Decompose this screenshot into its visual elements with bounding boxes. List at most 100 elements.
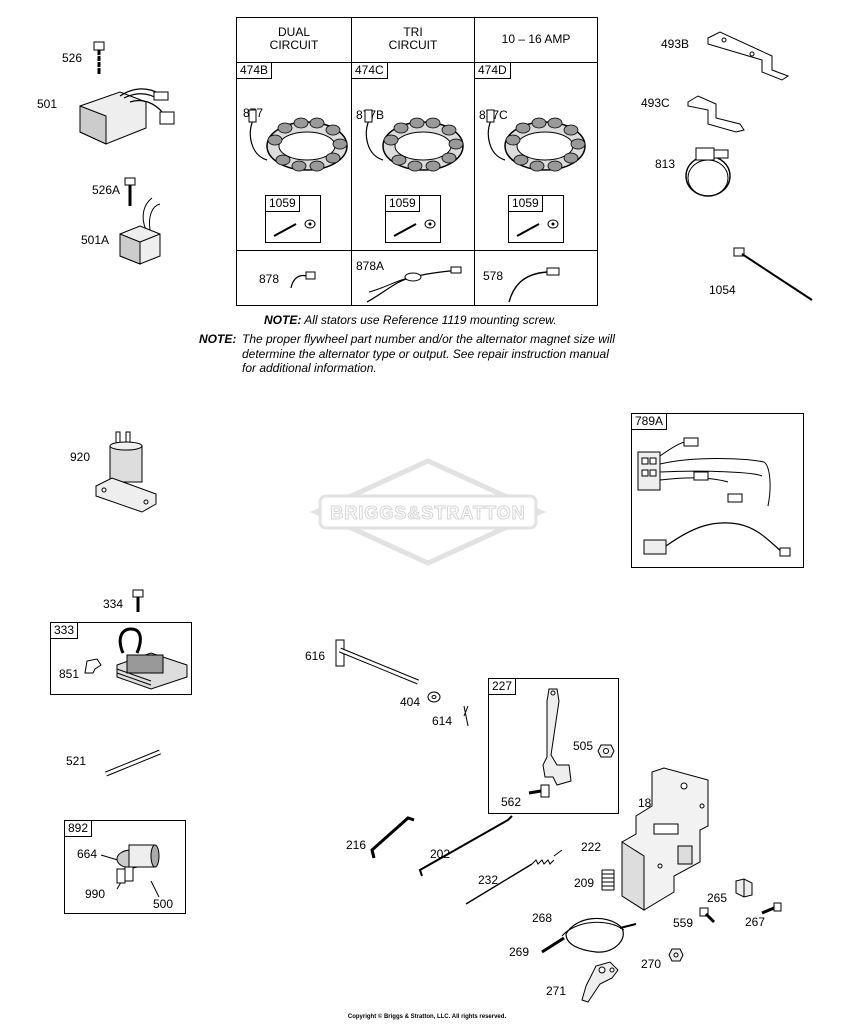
label-269: 269 bbox=[509, 945, 530, 959]
note-1-text: All stators use Reference 1119 mounting … bbox=[304, 313, 557, 327]
kit-tag-474b: 474B bbox=[237, 63, 273, 79]
label-268: 268 bbox=[532, 911, 553, 925]
label-500: 500 bbox=[153, 897, 174, 911]
label-209: 209 bbox=[574, 876, 595, 890]
shaft-616-icon bbox=[335, 639, 419, 685]
bracket-493b-icon bbox=[707, 31, 790, 81]
spring-209-icon bbox=[601, 869, 615, 891]
ignition-switch-icon bbox=[100, 844, 160, 898]
column-header-tri-circuit: TRI CIRCUIT bbox=[388, 25, 438, 52]
stator-table: DUAL CIRCUIT TRI CIRCUIT 10 – 16 AMP 474… bbox=[236, 17, 598, 306]
ignition-switch-892-box: 892 664 990 500 bbox=[64, 820, 186, 914]
label-232: 232 bbox=[478, 873, 499, 887]
label-216: 216 bbox=[346, 838, 367, 852]
regulator-501-icon bbox=[79, 88, 175, 145]
kit-tag-892: 892 bbox=[65, 821, 93, 837]
label-270: 270 bbox=[641, 957, 662, 971]
label-493b: 493B bbox=[661, 37, 690, 51]
throttle-lever-icon bbox=[542, 688, 572, 786]
screw-icon bbox=[516, 219, 559, 237]
bolt-526a-icon bbox=[124, 177, 136, 206]
stator-877-ring bbox=[248, 109, 348, 172]
spring-232-icon bbox=[465, 849, 563, 905]
label-562: 562 bbox=[501, 795, 522, 809]
kit-tag-789a: 789A bbox=[632, 414, 668, 430]
label-267: 267 bbox=[745, 915, 766, 929]
label-559: 559 bbox=[673, 916, 694, 930]
briggs-stratton-logo-watermark bbox=[309, 458, 547, 566]
watermark-text: BRIGGS&STRATTON bbox=[330, 503, 526, 524]
label-493c: 493C bbox=[641, 96, 670, 110]
label-614: 614 bbox=[432, 714, 453, 728]
clip-851-icon bbox=[84, 658, 102, 674]
stator-877c-ring bbox=[486, 109, 586, 172]
kit-tag-474d: 474D bbox=[475, 63, 511, 79]
kit-tag-474c: 474C bbox=[352, 63, 388, 79]
ignition-coil-333-box: 333 851 bbox=[50, 622, 192, 695]
stator-877b-ring bbox=[364, 109, 464, 172]
label-501a: 501A bbox=[81, 233, 110, 247]
column-header-amp: 10 – 16 AMP bbox=[501, 32, 571, 46]
cable-268-icon bbox=[541, 917, 637, 954]
rod-521-icon bbox=[105, 749, 161, 777]
clip-265-icon bbox=[735, 878, 753, 898]
bracket-493c-icon bbox=[687, 95, 745, 133]
cable-tie-1054-icon bbox=[733, 247, 813, 301]
control-bracket-222-icon bbox=[621, 767, 709, 911]
screw-tag-1: 1059 bbox=[266, 196, 300, 212]
link-216-icon bbox=[370, 816, 415, 859]
label-851: 851 bbox=[59, 667, 80, 681]
label-202: 202 bbox=[430, 847, 451, 861]
bolt-334-icon bbox=[132, 589, 144, 612]
regulator-501a-icon bbox=[119, 197, 161, 265]
screw-box-1: 1059 bbox=[265, 195, 321, 243]
label-265: 265 bbox=[707, 891, 728, 905]
kit-tag-227: 227 bbox=[489, 679, 517, 695]
lead-578-icon bbox=[508, 267, 560, 303]
label-578: 578 bbox=[483, 269, 504, 283]
label-878: 878 bbox=[259, 272, 280, 286]
screw-tag-2: 1059 bbox=[386, 196, 420, 212]
label-1054: 1054 bbox=[709, 283, 736, 297]
label-878a: 878A bbox=[356, 259, 385, 273]
pin-614-icon bbox=[463, 705, 469, 727]
hose-clamp-813-icon bbox=[685, 147, 731, 197]
label-271: 271 bbox=[546, 984, 567, 998]
screw-box-3: 1059 bbox=[508, 195, 564, 243]
label-404: 404 bbox=[400, 695, 421, 709]
kit-tag-333: 333 bbox=[51, 623, 79, 639]
screw-562-icon bbox=[528, 784, 550, 798]
label-334: 334 bbox=[103, 597, 124, 611]
copyright-notice: Copyright © Briggs & Stratton, LLC. All … bbox=[347, 1014, 507, 1020]
nut-270-icon bbox=[668, 948, 684, 962]
lever-227-box: 227 505 562 bbox=[488, 678, 619, 814]
lead-878-icon bbox=[290, 271, 316, 289]
screw-267-icon bbox=[761, 902, 782, 915]
label-505: 505 bbox=[573, 739, 594, 753]
note-1: NOTE: All stators use Reference 1119 mou… bbox=[264, 313, 557, 327]
note-2-label: NOTE: bbox=[199, 332, 237, 346]
screw-icon bbox=[393, 219, 436, 237]
note-2-line-1: The proper flywheel part number and/or t… bbox=[242, 332, 615, 346]
rod-202-icon bbox=[418, 815, 513, 877]
screw-icon bbox=[273, 219, 316, 237]
lead-878a-icon bbox=[366, 266, 462, 303]
nut-505-icon bbox=[597, 744, 615, 758]
label-526a: 526A bbox=[92, 183, 121, 197]
note-2-line-2: determine the alternator type or output.… bbox=[242, 347, 609, 361]
note-2-line-3: for additional information. bbox=[242, 361, 377, 375]
note-1-label: NOTE: bbox=[264, 313, 302, 327]
note-2: NOTE: bbox=[199, 332, 236, 346]
label-222: 222 bbox=[581, 840, 602, 854]
label-813: 813 bbox=[655, 157, 676, 171]
label-616: 616 bbox=[305, 649, 326, 663]
solenoid-920-icon bbox=[95, 431, 157, 513]
label-521: 521 bbox=[66, 754, 87, 768]
label-920: 920 bbox=[70, 450, 91, 464]
screw-559-icon bbox=[699, 907, 716, 924]
screw-tag-3: 1059 bbox=[509, 196, 543, 212]
label-990: 990 bbox=[85, 887, 106, 901]
column-header-dual-circuit: DUAL CIRCUIT bbox=[269, 25, 319, 52]
label-664: 664 bbox=[77, 847, 98, 861]
label-501: 501 bbox=[37, 97, 58, 111]
